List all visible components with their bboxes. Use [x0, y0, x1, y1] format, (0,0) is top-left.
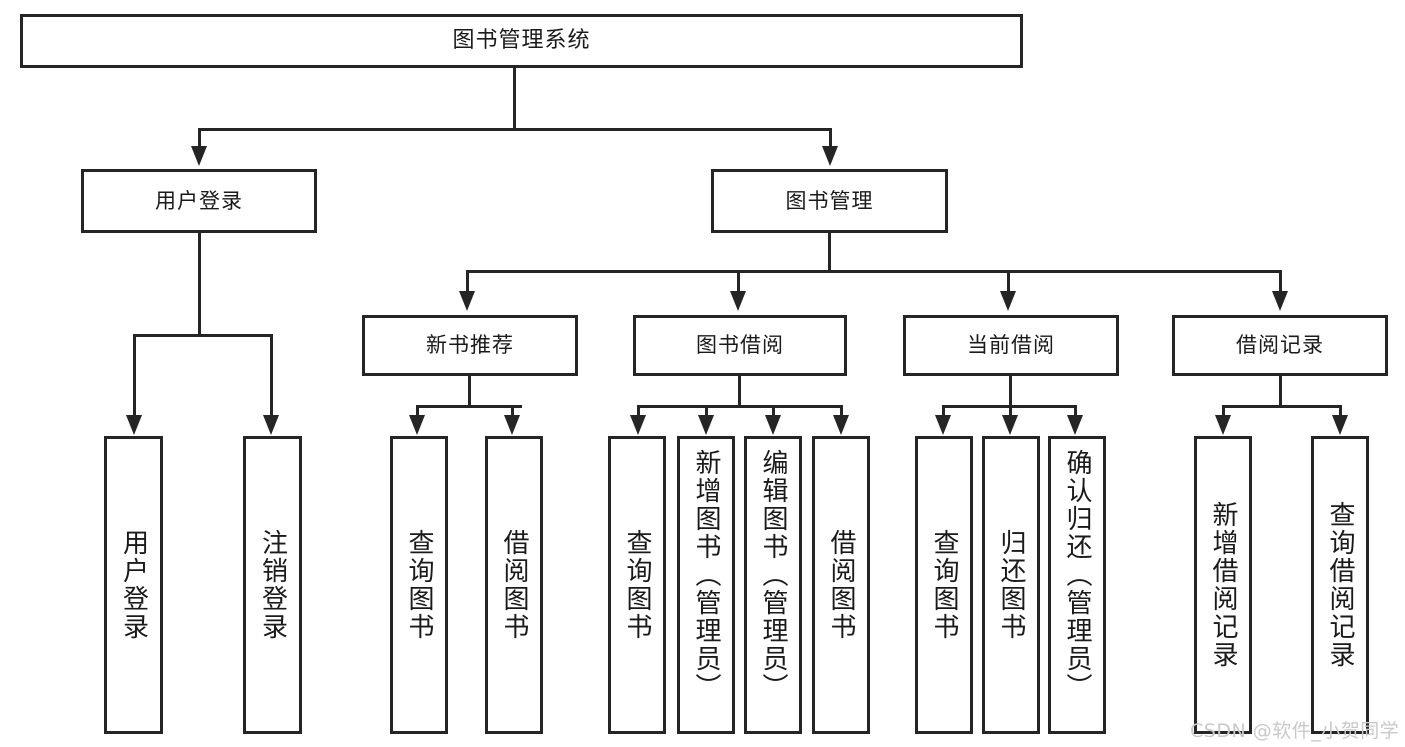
node-label: 编辑图书（管理员）: [758, 449, 788, 701]
connector-current-drop-1: [942, 405, 945, 417]
node-label: 注销登录: [257, 529, 288, 641]
connector-userlogin-drop-2: [270, 334, 273, 417]
leaf-user-login[interactable]: 用户登录: [104, 436, 163, 734]
connector-root-bus: [198, 128, 832, 131]
connector-current-stem: [1009, 376, 1012, 407]
connector-record-drop-2: [1339, 405, 1342, 417]
connector-current-drop-2: [1009, 405, 1012, 417]
connector-bookborrow-bus: [637, 405, 843, 408]
connector-bookmgmt-bus: [466, 270, 1282, 273]
node-label: 用户登录: [155, 188, 243, 213]
connector-root-drop-2: [829, 128, 832, 147]
connector-userlogin-stem: [198, 233, 201, 336]
arrowhead-bookmgmt-4: [1272, 291, 1288, 311]
node-book-management[interactable]: 图书管理: [711, 169, 948, 233]
arrowhead-userlogin-2: [263, 415, 279, 435]
arrowhead-bookmgmt-1: [459, 291, 475, 311]
arrowhead-record-1: [1215, 415, 1231, 435]
node-current-borrow[interactable]: 当前借阅: [903, 315, 1119, 376]
connector-record-bus: [1222, 405, 1342, 408]
node-label: 当前借阅: [967, 333, 1055, 358]
arrowhead-bookmgmt-2: [730, 291, 746, 311]
leaf-borrow-book[interactable]: 借阅图书: [812, 436, 870, 734]
leaf-add-book-admin[interactable]: 新增图书（管理员）: [677, 436, 735, 734]
leaf-query-book-recommend[interactable]: 查询图书: [390, 436, 448, 734]
node-user-login[interactable]: 用户登录: [81, 169, 317, 233]
node-label: 查询图书: [622, 529, 652, 641]
arrowhead-bookborrow-4: [833, 415, 849, 435]
arrowhead-record-2: [1332, 415, 1348, 435]
arrowhead-bookborrow-2: [698, 415, 714, 435]
connector-bookmgmt-stem: [828, 233, 831, 272]
leaf-confirm-return-admin[interactable]: 确认归还（管理员）: [1048, 436, 1106, 734]
arrowhead-current-3: [1067, 415, 1083, 435]
leaf-query-book-current[interactable]: 查询图书: [915, 436, 973, 734]
arrowhead-userlogin-1: [126, 415, 142, 435]
leaf-return-book[interactable]: 归还图书: [982, 436, 1040, 734]
leaf-add-borrow-record[interactable]: 新增借阅记录: [1194, 436, 1252, 734]
node-label: 图书管理: [785, 188, 874, 213]
connector-bookmgmt-drop-2: [737, 270, 740, 293]
node-borrow-record[interactable]: 借阅记录: [1172, 315, 1388, 376]
node-label: 归还图书: [996, 529, 1026, 641]
node-root[interactable]: 图书管理系统: [20, 14, 1023, 68]
node-label: 借阅图书: [826, 529, 856, 641]
connector-root-drop-1: [198, 128, 201, 147]
node-label: 新增图书（管理员）: [691, 449, 721, 701]
node-label: 图书借阅: [696, 333, 784, 358]
connector-bookborrow-stem: [738, 376, 741, 407]
connector-record-drop-1: [1222, 405, 1225, 417]
connector-bookborrow-drop-4: [840, 405, 843, 417]
node-label: 查询图书: [929, 529, 959, 641]
arrowhead-bookborrow-1: [630, 415, 646, 435]
node-label: 借阅记录: [1236, 333, 1324, 358]
connector-newbook-drop-1: [416, 405, 419, 417]
leaf-edit-book-admin[interactable]: 编辑图书（管理员）: [744, 436, 802, 734]
connector-bookborrow-drop-2: [705, 405, 708, 417]
connector-userlogin-drop-1: [133, 334, 136, 417]
connector-userlogin-bus: [133, 334, 272, 337]
node-label: 新书推荐: [426, 333, 514, 358]
node-label: 用户登录: [118, 529, 149, 641]
node-label: 查询借阅记录: [1325, 501, 1355, 669]
node-label: 图书管理系统: [452, 28, 591, 54]
arrowhead-bookmgmt-3: [1000, 291, 1016, 311]
arrowhead-current-2: [1002, 415, 1018, 435]
connector-newbook-stem: [468, 376, 471, 407]
node-label: 借阅图书: [499, 529, 529, 641]
node-book-borrow[interactable]: 图书借阅: [633, 315, 847, 376]
node-label: 确认归还（管理员）: [1062, 449, 1092, 701]
connector-bookborrow-drop-3: [772, 405, 775, 417]
connector-newbook-drop-2: [511, 405, 514, 417]
connector-current-drop-3: [1074, 405, 1077, 417]
node-label: 查询图书: [404, 529, 434, 641]
connector-bookborrow-drop-1: [637, 405, 640, 417]
connector-record-stem: [1279, 376, 1282, 407]
arrowhead-newbook-1: [409, 415, 425, 435]
leaf-user-logout[interactable]: 注销登录: [243, 436, 302, 734]
connector-bookmgmt-drop-3: [1007, 270, 1010, 293]
arrowhead-bookborrow-3: [765, 415, 781, 435]
arrowhead-root-2: [822, 146, 838, 166]
leaf-query-book-borrow[interactable]: 查询图书: [608, 436, 666, 734]
arrowhead-root-1: [191, 146, 207, 166]
leaf-query-borrow-record[interactable]: 查询借阅记录: [1311, 436, 1369, 734]
connector-bookmgmt-drop-4: [1279, 270, 1282, 293]
connector-newbook-bus: [416, 405, 522, 408]
leaf-borrow-book-recommend[interactable]: 借阅图书: [485, 436, 543, 734]
arrowhead-current-1: [935, 415, 951, 435]
connector-root-stem: [513, 68, 516, 130]
node-label: 新增借阅记录: [1208, 501, 1238, 669]
arrowhead-newbook-2: [504, 415, 520, 435]
node-new-book-recommend[interactable]: 新书推荐: [362, 315, 578, 376]
connector-bookmgmt-drop-1: [466, 270, 469, 293]
